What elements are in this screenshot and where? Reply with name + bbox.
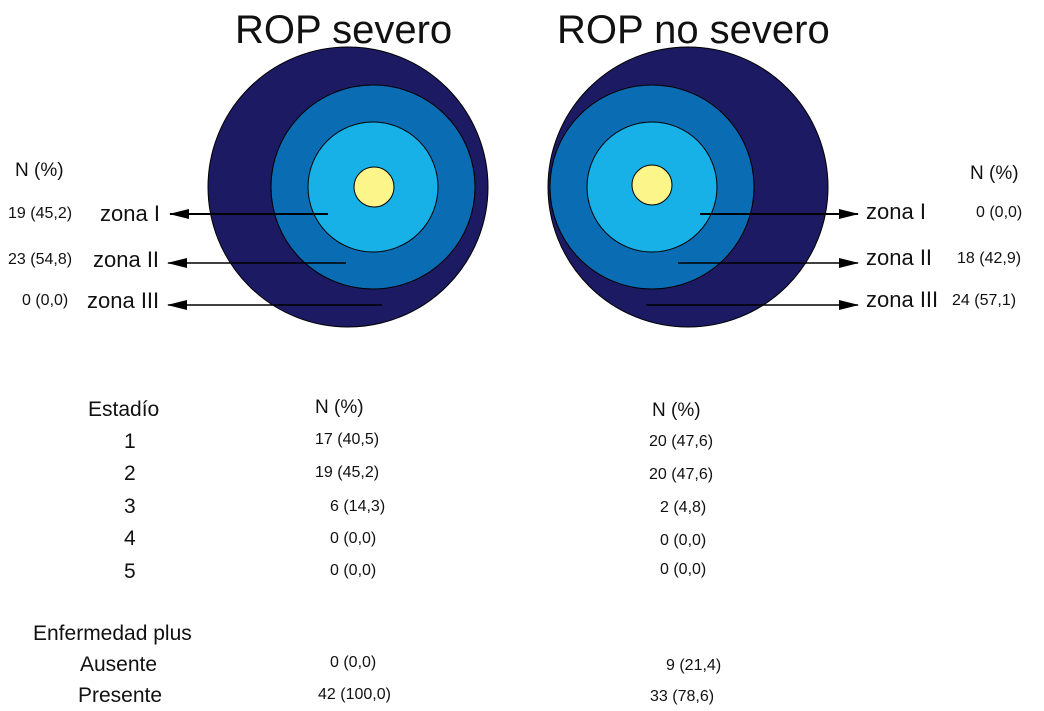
plus-nonsevere-value: 9 (21,4) — [666, 657, 722, 674]
stage-label: 4 — [124, 527, 136, 550]
left-zone3-value: 0 (0,0) — [22, 292, 69, 309]
stage-header: Estadío — [88, 398, 160, 421]
left-zone1-label: zona I — [100, 201, 160, 226]
right-zone3-value: 24 (57,1) — [952, 292, 1017, 309]
stage-severe-value: 17 (40,5) — [315, 431, 380, 448]
eye-nonsevere — [547, 46, 829, 328]
plus-severe-value: 42 (100,0) — [318, 686, 391, 703]
plus-header: Enfermedad plus — [33, 622, 192, 645]
eye-nonsevere-zone1 — [631, 164, 673, 206]
stage-nonsevere-value: 20 (47,6) — [649, 433, 714, 450]
plus-row-label: Presente — [78, 684, 163, 707]
left-zone3-label: zona III — [87, 288, 160, 313]
title-severe: ROP severo — [235, 8, 453, 52]
stage-severe-value: 19 (45,2) — [315, 464, 380, 481]
right-zone1-value: 0 (0,0) — [976, 204, 1023, 221]
stage-severe-value: 0 (0,0) — [330, 562, 377, 579]
title-nonsevere: ROP no severo — [557, 8, 830, 52]
stage-label: 3 — [124, 495, 136, 518]
plus-severe-value: 0 (0,0) — [330, 654, 377, 671]
right-zone3-label: zona III — [866, 287, 939, 312]
stage-nonsevere-value: 0 (0,0) — [660, 561, 707, 578]
right-n-header: N (%) — [970, 163, 1019, 184]
left-zone1-value: 19 (45,2) — [8, 205, 73, 222]
plus-row-label: Ausente — [80, 653, 158, 676]
left-zone2-label: zona II — [93, 247, 160, 272]
right-zone2-value: 18 (42,9) — [957, 250, 1022, 267]
eye-severe-zone1 — [353, 166, 395, 208]
left-n-header: N (%) — [15, 160, 64, 181]
col-header-nonsevere: N (%) — [652, 400, 701, 421]
stage-nonsevere-value: 0 (0,0) — [660, 532, 707, 549]
plus-nonsevere-value: 33 (78,6) — [650, 688, 715, 705]
eye-severe — [207, 46, 489, 328]
right-zone1-label: zona I — [866, 199, 926, 224]
stage-label: 1 — [124, 430, 136, 453]
stage-severe-value: 0 (0,0) — [330, 530, 377, 547]
stage-nonsevere-value: 20 (47,6) — [649, 466, 714, 483]
stage-label: 5 — [124, 560, 136, 583]
right-zone2-label: zona II — [866, 245, 933, 270]
stage-severe-value: 6 (14,3) — [330, 498, 386, 515]
stage-label: 2 — [124, 462, 136, 485]
col-header-severe: N (%) — [315, 397, 364, 418]
stage-nonsevere-value: 2 (4,8) — [660, 499, 707, 516]
left-zone2-value: 23 (54,8) — [8, 251, 73, 268]
